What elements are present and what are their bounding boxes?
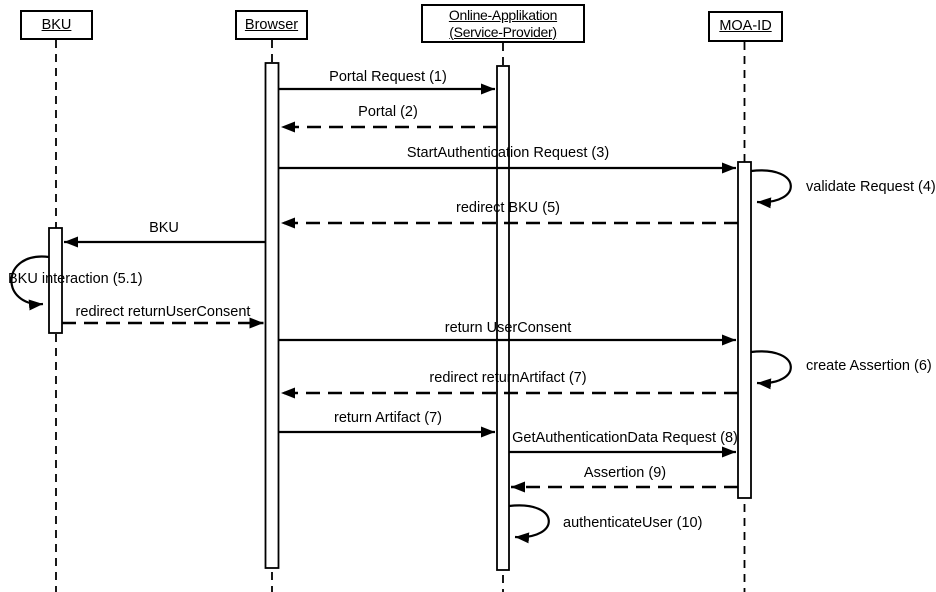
message-label-portal-request: Portal Request (1): [329, 69, 447, 85]
actor-box-online-app: Online-Applikation (Service-Provider): [421, 4, 585, 43]
self-loop-create-assertion: [750, 350, 792, 390]
actor-label-bku: BKU: [41, 16, 72, 33]
actor-label-browser: Browser: [244, 16, 299, 33]
activation-bar-online-app: [496, 65, 510, 571]
activation-bar-moa-id: [737, 161, 752, 499]
message-label-get-authentication-data-request: GetAuthenticationData Request (8): [512, 430, 738, 446]
message-label-create-assertion: create Assertion (6): [806, 358, 932, 374]
message-label-start-authentication-request: StartAuthentication Request (3): [406, 145, 610, 161]
self-loop-validate-request: [750, 169, 792, 209]
actor-box-moa-id: MOA-ID: [708, 11, 783, 42]
actor-label-moa-id: MOA-ID: [719, 18, 772, 34]
message-label-redirect-return-artifact: redirect returnArtifact (7): [429, 370, 587, 386]
message-label-bku-interaction: BKU interaction (5.1): [8, 271, 143, 287]
activation-bar-browser: [264, 62, 280, 569]
message-label-assertion: Assertion (9): [583, 465, 667, 481]
message-label-return-user-consent: return UserConsent: [444, 320, 572, 336]
message-label-bku: BKU: [149, 220, 179, 236]
message-label-authenticate-user: authenticateUser (10): [563, 515, 703, 531]
message-label-redirect-return-user-consent: redirect returnUserConsent: [75, 304, 251, 320]
actor-label-online-app: Online-Applikation (Service-Provider): [448, 6, 558, 40]
message-label-return-artifact: return Artifact (7): [334, 410, 442, 426]
message-label-validate-request: validate Request (4): [806, 179, 936, 195]
actor-box-bku: BKU: [20, 10, 93, 40]
activation-bar-bku: [48, 227, 63, 334]
self-loop-bku-interaction: [10, 255, 50, 311]
message-label-redirect-bku: redirect BKU (5): [456, 200, 560, 216]
actor-box-browser: Browser: [235, 10, 308, 40]
message-label-portal: Portal (2): [358, 104, 418, 120]
self-loop-authenticate-user: [508, 504, 550, 544]
